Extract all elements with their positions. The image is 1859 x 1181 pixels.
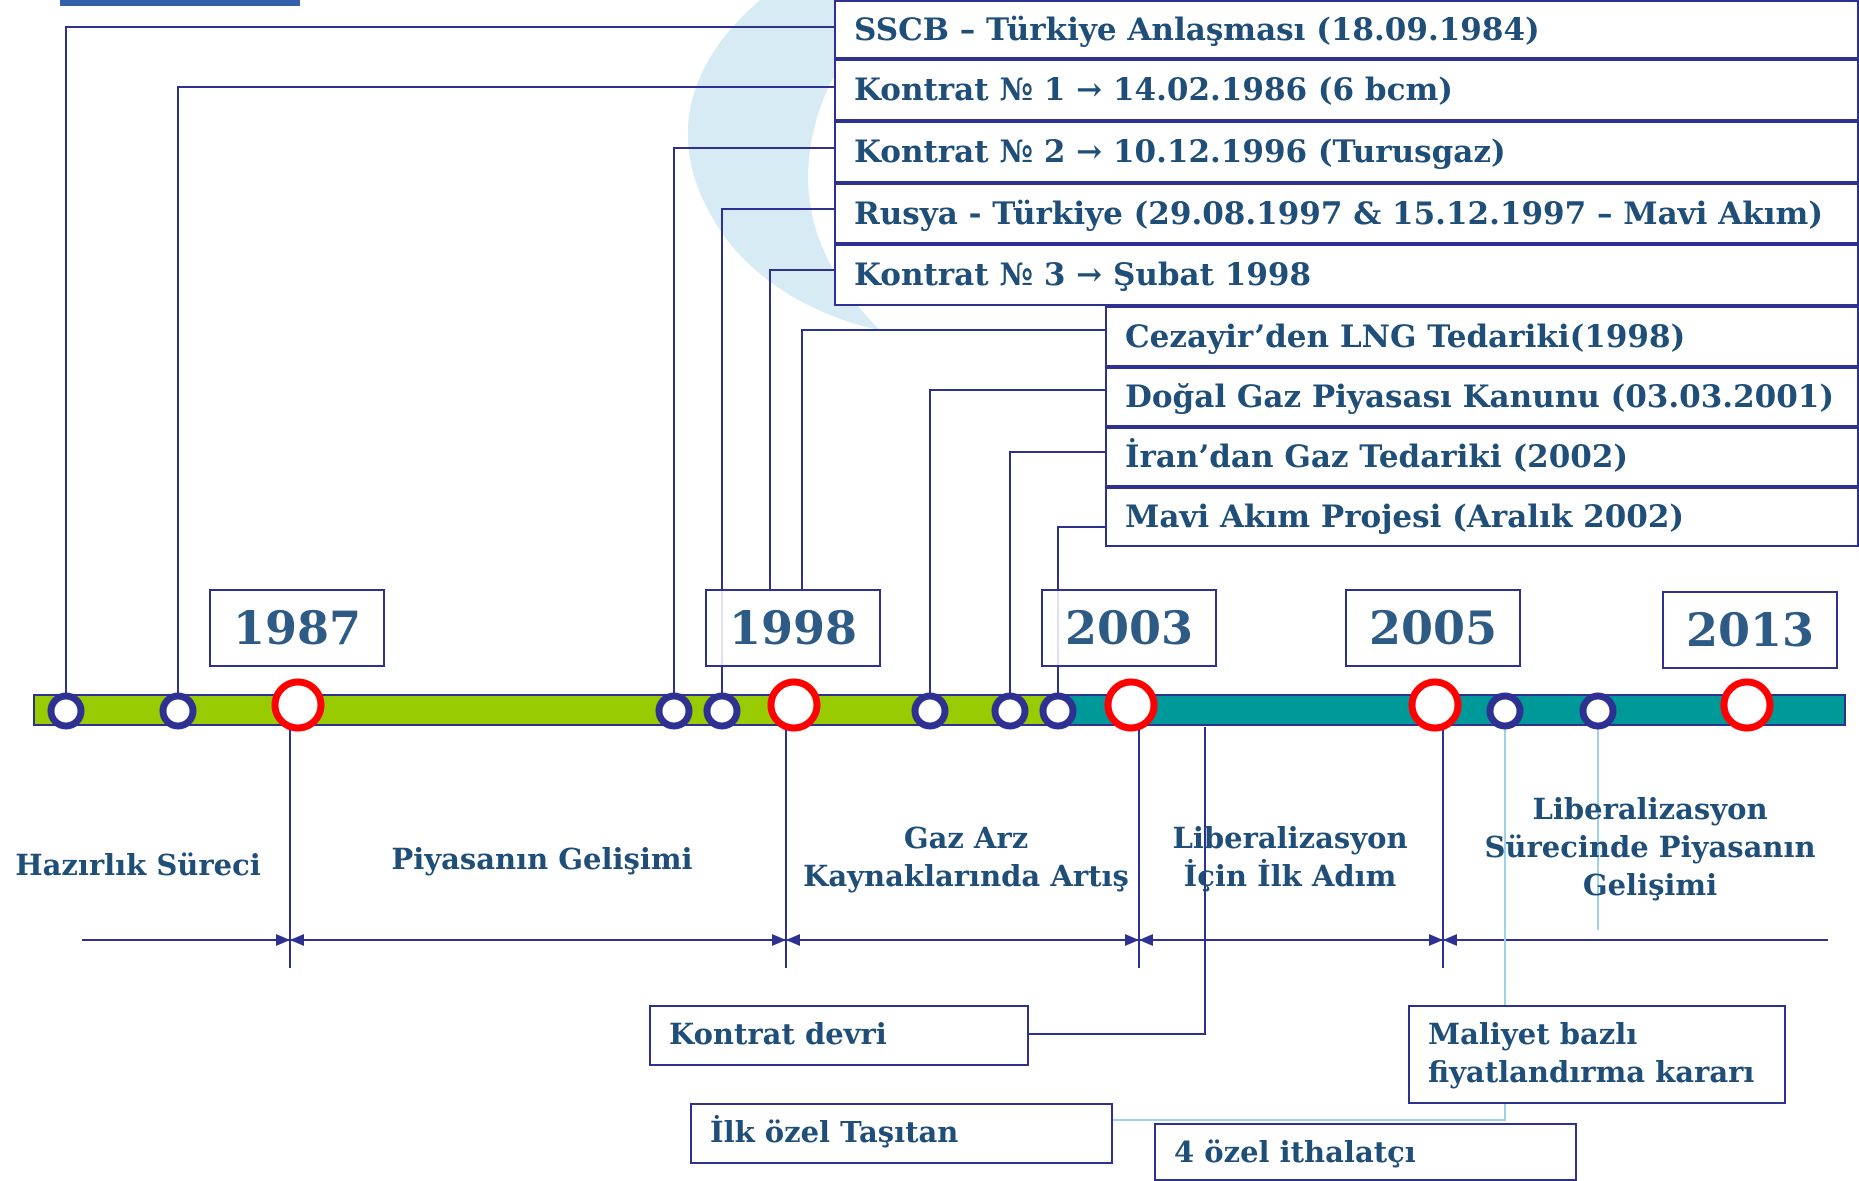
phase-label-liberalizasyon-surecinde: Liberalizasyon Sürecinde Piyasanın Geliş…	[1484, 792, 1816, 902]
event-box-cezayir-lng: Cezayir’den LNG Tedariki(1998)	[1105, 306, 1859, 367]
year-marker	[1720, 678, 1774, 732]
connector-event-5	[769, 269, 835, 590]
connector-event-4	[721, 208, 835, 708]
note-label-line1: Maliyet bazlı	[1428, 1017, 1638, 1051]
event-box-kontrat-3: Kontrat № 3 → Şubat 1998	[834, 244, 1859, 306]
year-box-1998: 1998	[705, 589, 881, 667]
event-box-dogal-gaz-kanunu: Doğal Gaz Piyasası Kanunu (03.03.2001)	[1105, 367, 1859, 427]
event-marker	[47, 692, 85, 730]
event-marker	[1579, 692, 1617, 730]
note-label-line2: fiyatlandırma kararı	[1428, 1055, 1755, 1089]
year-markers	[271, 678, 1774, 732]
event-marker	[703, 692, 741, 730]
event-markers	[47, 692, 1617, 730]
event-label: Rusya - Türkiye (29.08.1997 & 15.12.1997…	[854, 195, 1824, 232]
event-label: Kontrat № 3 → Şubat 1998	[854, 257, 1312, 293]
year-label: 1998	[728, 601, 858, 655]
event-marker	[655, 692, 693, 730]
year-marker	[1408, 678, 1462, 732]
note-ilk-ozel-tasitan: İlk özel Taşıtan	[690, 1103, 1113, 1164]
event-marker	[1486, 692, 1524, 730]
connector-event-7	[929, 389, 1106, 708]
note-kontrat-devri: Kontrat devri	[649, 1005, 1029, 1066]
year-marker	[1104, 678, 1158, 732]
phase-label-liberalizasyon-ilk-adim: Liberalizasyon İçin İlk Adım	[1172, 821, 1408, 893]
connector-event-1	[65, 26, 835, 708]
event-marker	[1039, 692, 1077, 730]
timeline-bar-green	[33, 694, 1057, 726]
year-box-2005: 2005	[1345, 589, 1521, 667]
phase-label-gaz-arz: Gaz Arz Kaynaklarında Artış	[803, 821, 1129, 893]
event-label: Doğal Gaz Piyasası Kanunu (03.03.2001)	[1125, 379, 1835, 415]
note-label: İlk özel Taşıtan	[710, 1115, 959, 1149]
event-label: Kontrat № 1 → 14.02.1986 (6 bcm)	[854, 72, 1453, 108]
year-label: 1987	[232, 601, 362, 655]
event-label: Mavi Akım Projesi (Aralık 2002)	[1125, 499, 1685, 535]
year-marker	[767, 678, 821, 732]
connector-kontrat-devri	[1028, 727, 1206, 1035]
connector-event-6	[801, 329, 1106, 590]
year-label: 2005	[1368, 601, 1498, 655]
year-label: 2013	[1685, 603, 1815, 657]
phase-label-hazirlik: Hazırlık Süreci	[15, 848, 261, 882]
event-box-iran-gaz: İran’dan Gaz Tedariki (2002)	[1105, 427, 1859, 487]
span-arrowheads	[276, 934, 1457, 946]
year-label: 2003	[1064, 601, 1194, 655]
note-4-ozel-ithalatci: 4 özel ithalatçı	[1154, 1123, 1577, 1181]
event-box-kontrat-2: Kontrat № 2 → 10.12.1996 (Turusgaz)	[834, 121, 1859, 183]
note-label: Kontrat devri	[669, 1017, 887, 1051]
event-box-rusya-turkiye: Rusya - Türkiye (29.08.1997 & 15.12.1997…	[834, 183, 1859, 244]
note-maliyet-bazli: Maliyet bazlı fiyatlandırma kararı	[1408, 1005, 1786, 1104]
year-box-1987: 1987	[209, 589, 385, 667]
event-box-mavi-akim-projesi: Mavi Akım Projesi (Aralık 2002)	[1105, 487, 1859, 547]
connector-event-2	[177, 86, 835, 708]
event-marker	[159, 692, 197, 730]
event-label: Kontrat № 2 → 10.12.1996 (Turusgaz)	[854, 134, 1506, 170]
phase-label-piyasanin-gelisimi: Piyasanın Gelişimi	[391, 842, 693, 876]
connector-event-3	[673, 147, 835, 708]
year-box-2013: 2013	[1662, 591, 1838, 669]
event-label: Cezayir’den LNG Tedariki(1998)	[1125, 318, 1686, 355]
note-label: 4 özel ithalatçı	[1174, 1135, 1416, 1169]
event-box-kontrat-1: Kontrat № 1 → 14.02.1986 (6 bcm)	[834, 59, 1859, 121]
event-box-sscb: SSCB – Türkiye Anlaşması (18.09.1984)	[834, 0, 1859, 59]
year-marker	[271, 678, 325, 732]
event-label: İran’dan Gaz Tedariki (2002)	[1125, 439, 1629, 475]
connector-4-ozel	[1113, 710, 1506, 1121]
event-marker	[911, 692, 949, 730]
connector-event-8	[1009, 451, 1106, 708]
year-box-2003: 2003	[1041, 589, 1217, 667]
event-marker	[991, 692, 1029, 730]
event-label: SSCB – Türkiye Anlaşması (18.09.1984)	[854, 11, 1540, 48]
